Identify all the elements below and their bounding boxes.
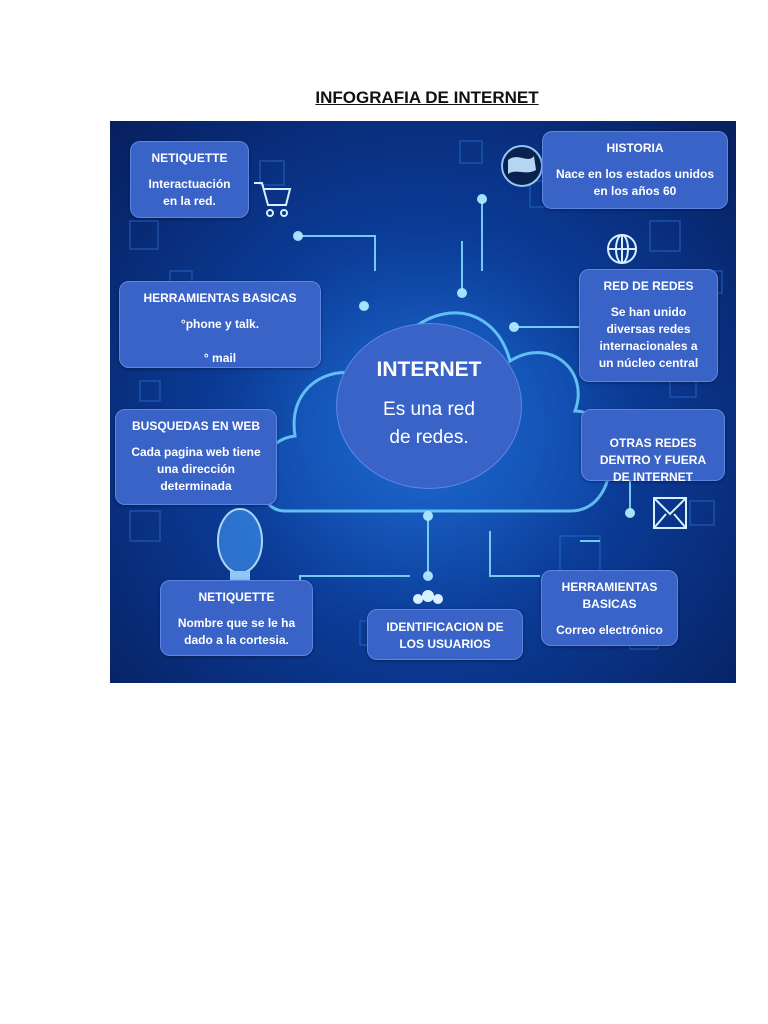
mail-icon xyxy=(653,497,687,529)
box-body: Correo electrónico xyxy=(556,623,663,637)
box-body: Interactuación en la red. xyxy=(148,177,231,208)
center-internet-bubble: INTERNET Es una red de redes. xyxy=(336,323,522,489)
box-red-de-redes: RED DE REDES Se han unido diversas redes… xyxy=(579,269,718,382)
cart-icon xyxy=(254,182,292,217)
page-title: INFOGRAFIA DE INTERNET xyxy=(315,88,539,107)
box-otras-redes: OTRAS REDES DENTRO Y FUERA DE INTERNET xyxy=(581,409,725,484)
lightbulb-icon xyxy=(217,508,263,585)
box-title: HERRAMIENTAS BASICAS xyxy=(561,580,658,611)
users-icon xyxy=(413,590,443,604)
box-body: Se han unido diversas redes internaciona… xyxy=(598,305,699,370)
box-busquedas-web: BUSQUEDAS EN WEB Cada pagina web tiene u… xyxy=(115,409,277,505)
network-globe-icon xyxy=(607,234,637,264)
box-body: Nombre que se le ha dado a la cortesia. xyxy=(177,616,296,647)
box-netiquette-bottom: NETIQUETTE Nombre que se le ha dado a la… xyxy=(160,580,313,656)
box-title: BUSQUEDAS EN WEB xyxy=(131,419,260,433)
box-title: NETIQUETTE xyxy=(198,590,275,604)
box-title: RED DE REDES xyxy=(603,279,694,293)
box-title: IDENTIFICACION DE LOS USUARIOS xyxy=(386,620,504,651)
box-title: OTRAS REDES DENTRO Y FUERA DE INTERNET xyxy=(599,436,707,484)
center-body: Es una red de redes. xyxy=(383,399,475,448)
box-netiquette-top: NETIQUETTE Interactuación en la red. xyxy=(130,141,249,218)
box-historia: HISTORIA Nace en los estados unidos en l… xyxy=(542,131,728,209)
box-body: °phone y talk. ° mail xyxy=(180,317,260,365)
box-title: NETIQUETTE xyxy=(151,151,228,165)
globe-icon xyxy=(501,145,543,187)
box-herramientas-top: HERRAMIENTAS BASICAS °phone y talk. ° ma… xyxy=(119,281,321,368)
center-title: INTERNET xyxy=(376,358,482,381)
box-herramientas-bottom: HERRAMIENTAS BASICAS Correo electrónico xyxy=(541,570,678,646)
box-body: Cada pagina web tiene una dirección dete… xyxy=(131,445,261,493)
box-identificacion-usuarios: IDENTIFICACION DE LOS USUARIOS xyxy=(367,609,523,660)
box-title: HISTORIA xyxy=(606,141,664,155)
box-title: HERRAMIENTAS BASICAS xyxy=(143,291,297,305)
infographic: INTERNET Es una red de redes. NETIQUETTE… xyxy=(110,121,736,683)
box-body: Nace en los estados unidos en los años 6… xyxy=(555,167,715,198)
